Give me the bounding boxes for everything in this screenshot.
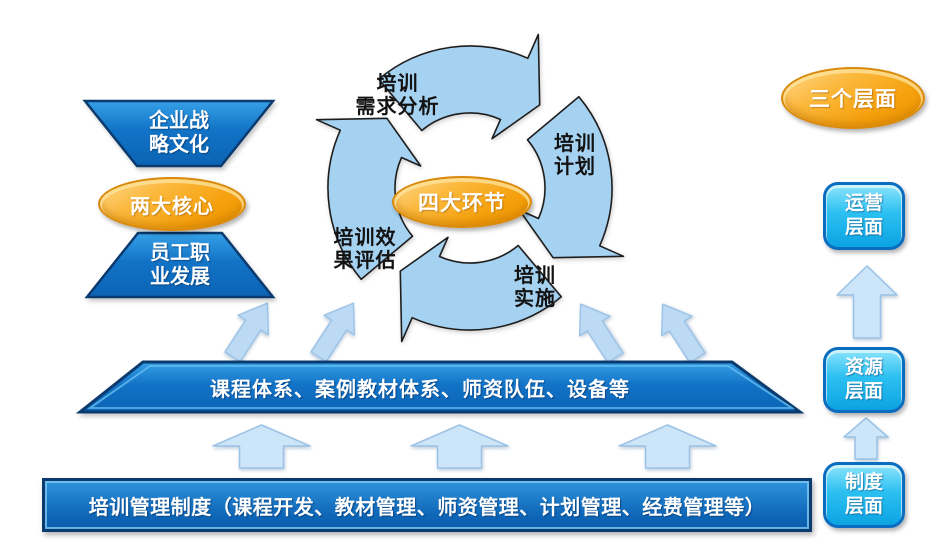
system-bar-label: 培训管理制度（课程开发、教材管理、师资管理、计划管理、经费管理等）: [88, 496, 766, 519]
four-links-badge: 四大环节: [392, 176, 532, 228]
feed-arrow-up-1: [212, 424, 311, 469]
system-bar: 培训管理制度（课程开发、教材管理、师资管理、计划管理、经费管理等）: [42, 478, 812, 532]
system-level-box: 制度 层面: [823, 462, 905, 528]
career-trapezoid-label: 员工职 业发展: [150, 242, 210, 288]
feed-arrow-slant-right-2: [660, 303, 706, 364]
level-arrow-resource-to-operation: [836, 265, 898, 339]
feed-arrow-slant-left-1: [224, 302, 270, 363]
operation-level-box: 运营 层面: [823, 182, 905, 250]
cycle-step-plan: 培训 计划: [554, 133, 596, 178]
feed-arrow-slant-left-2: [310, 302, 356, 363]
strategy-trapezoid-label: 企业战 略文化: [149, 110, 209, 156]
strategy-trapezoid: [82, 99, 276, 168]
three-levels-badge: 三个层面: [781, 67, 925, 129]
level-arrow-system-to-resource: [843, 417, 889, 460]
cycle-step-implementation: 培训 实施: [514, 265, 556, 310]
resources-bar-highlight: [87, 365, 796, 409]
cycle-arrow-segment-1: [377, 33, 541, 140]
two-cores-badge: 两大核心: [98, 177, 246, 231]
cycle-step-evaluation: 培训效 果评估: [333, 227, 397, 272]
cycle-arrow-segment-2: [518, 95, 625, 259]
feed-arrow-up-2: [410, 424, 509, 469]
resources-bar-label: 课程体系、案例教材体系、师资队伍、设备等: [210, 378, 630, 401]
career-trapezoid: [84, 231, 276, 299]
cycle-step-needs-analysis: 培训 需求分析: [355, 73, 440, 118]
resources-bar: [75, 360, 805, 414]
resource-level-box: 资源 层面: [823, 347, 905, 413]
feed-arrow-slant-right-1: [578, 303, 624, 364]
feed-arrow-up-3: [618, 424, 717, 469]
cycle-arrow-segment-3: [399, 236, 563, 343]
